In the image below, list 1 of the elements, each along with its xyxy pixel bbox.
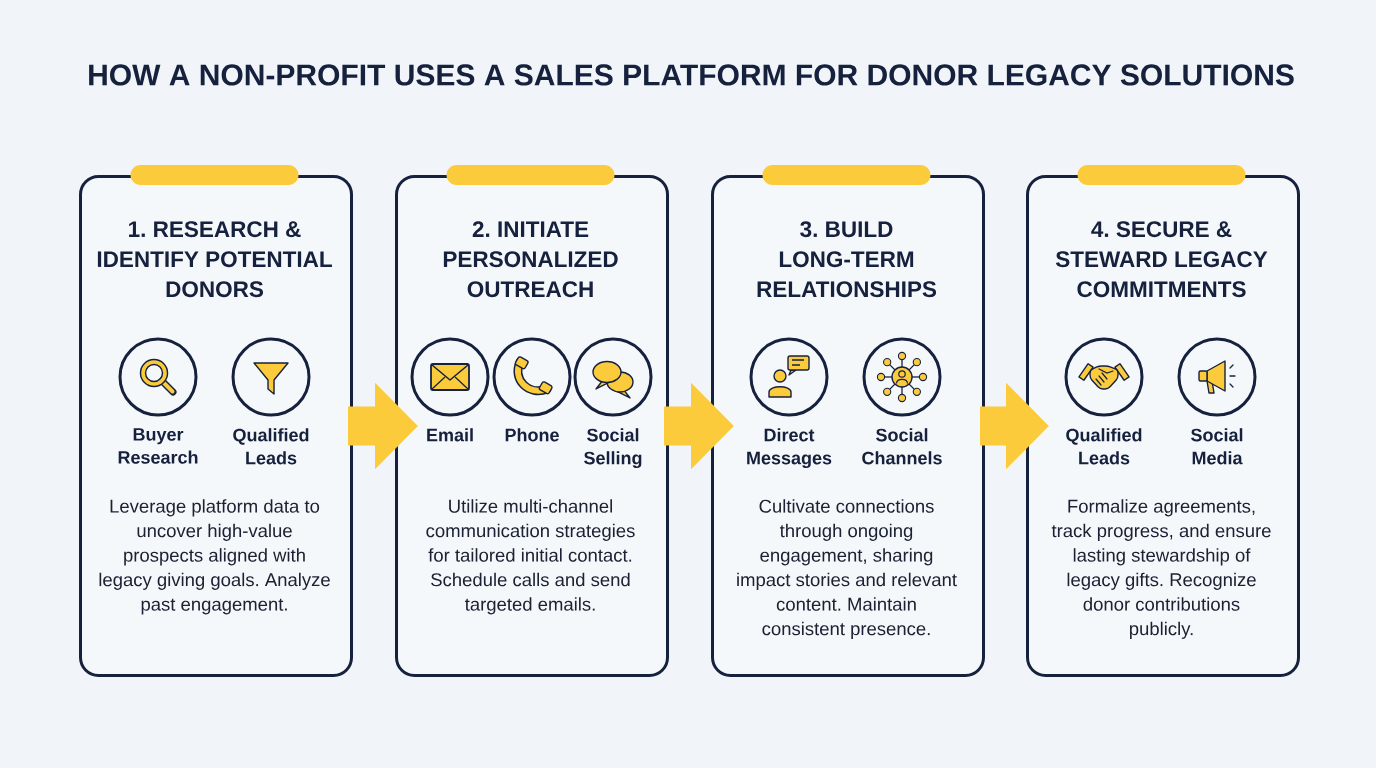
title: HOW A NON-PROFIT USES A SALES PLATFORM FOR DONOR LEGACY SOLUTIONS: [89, 64, 1294, 86]
